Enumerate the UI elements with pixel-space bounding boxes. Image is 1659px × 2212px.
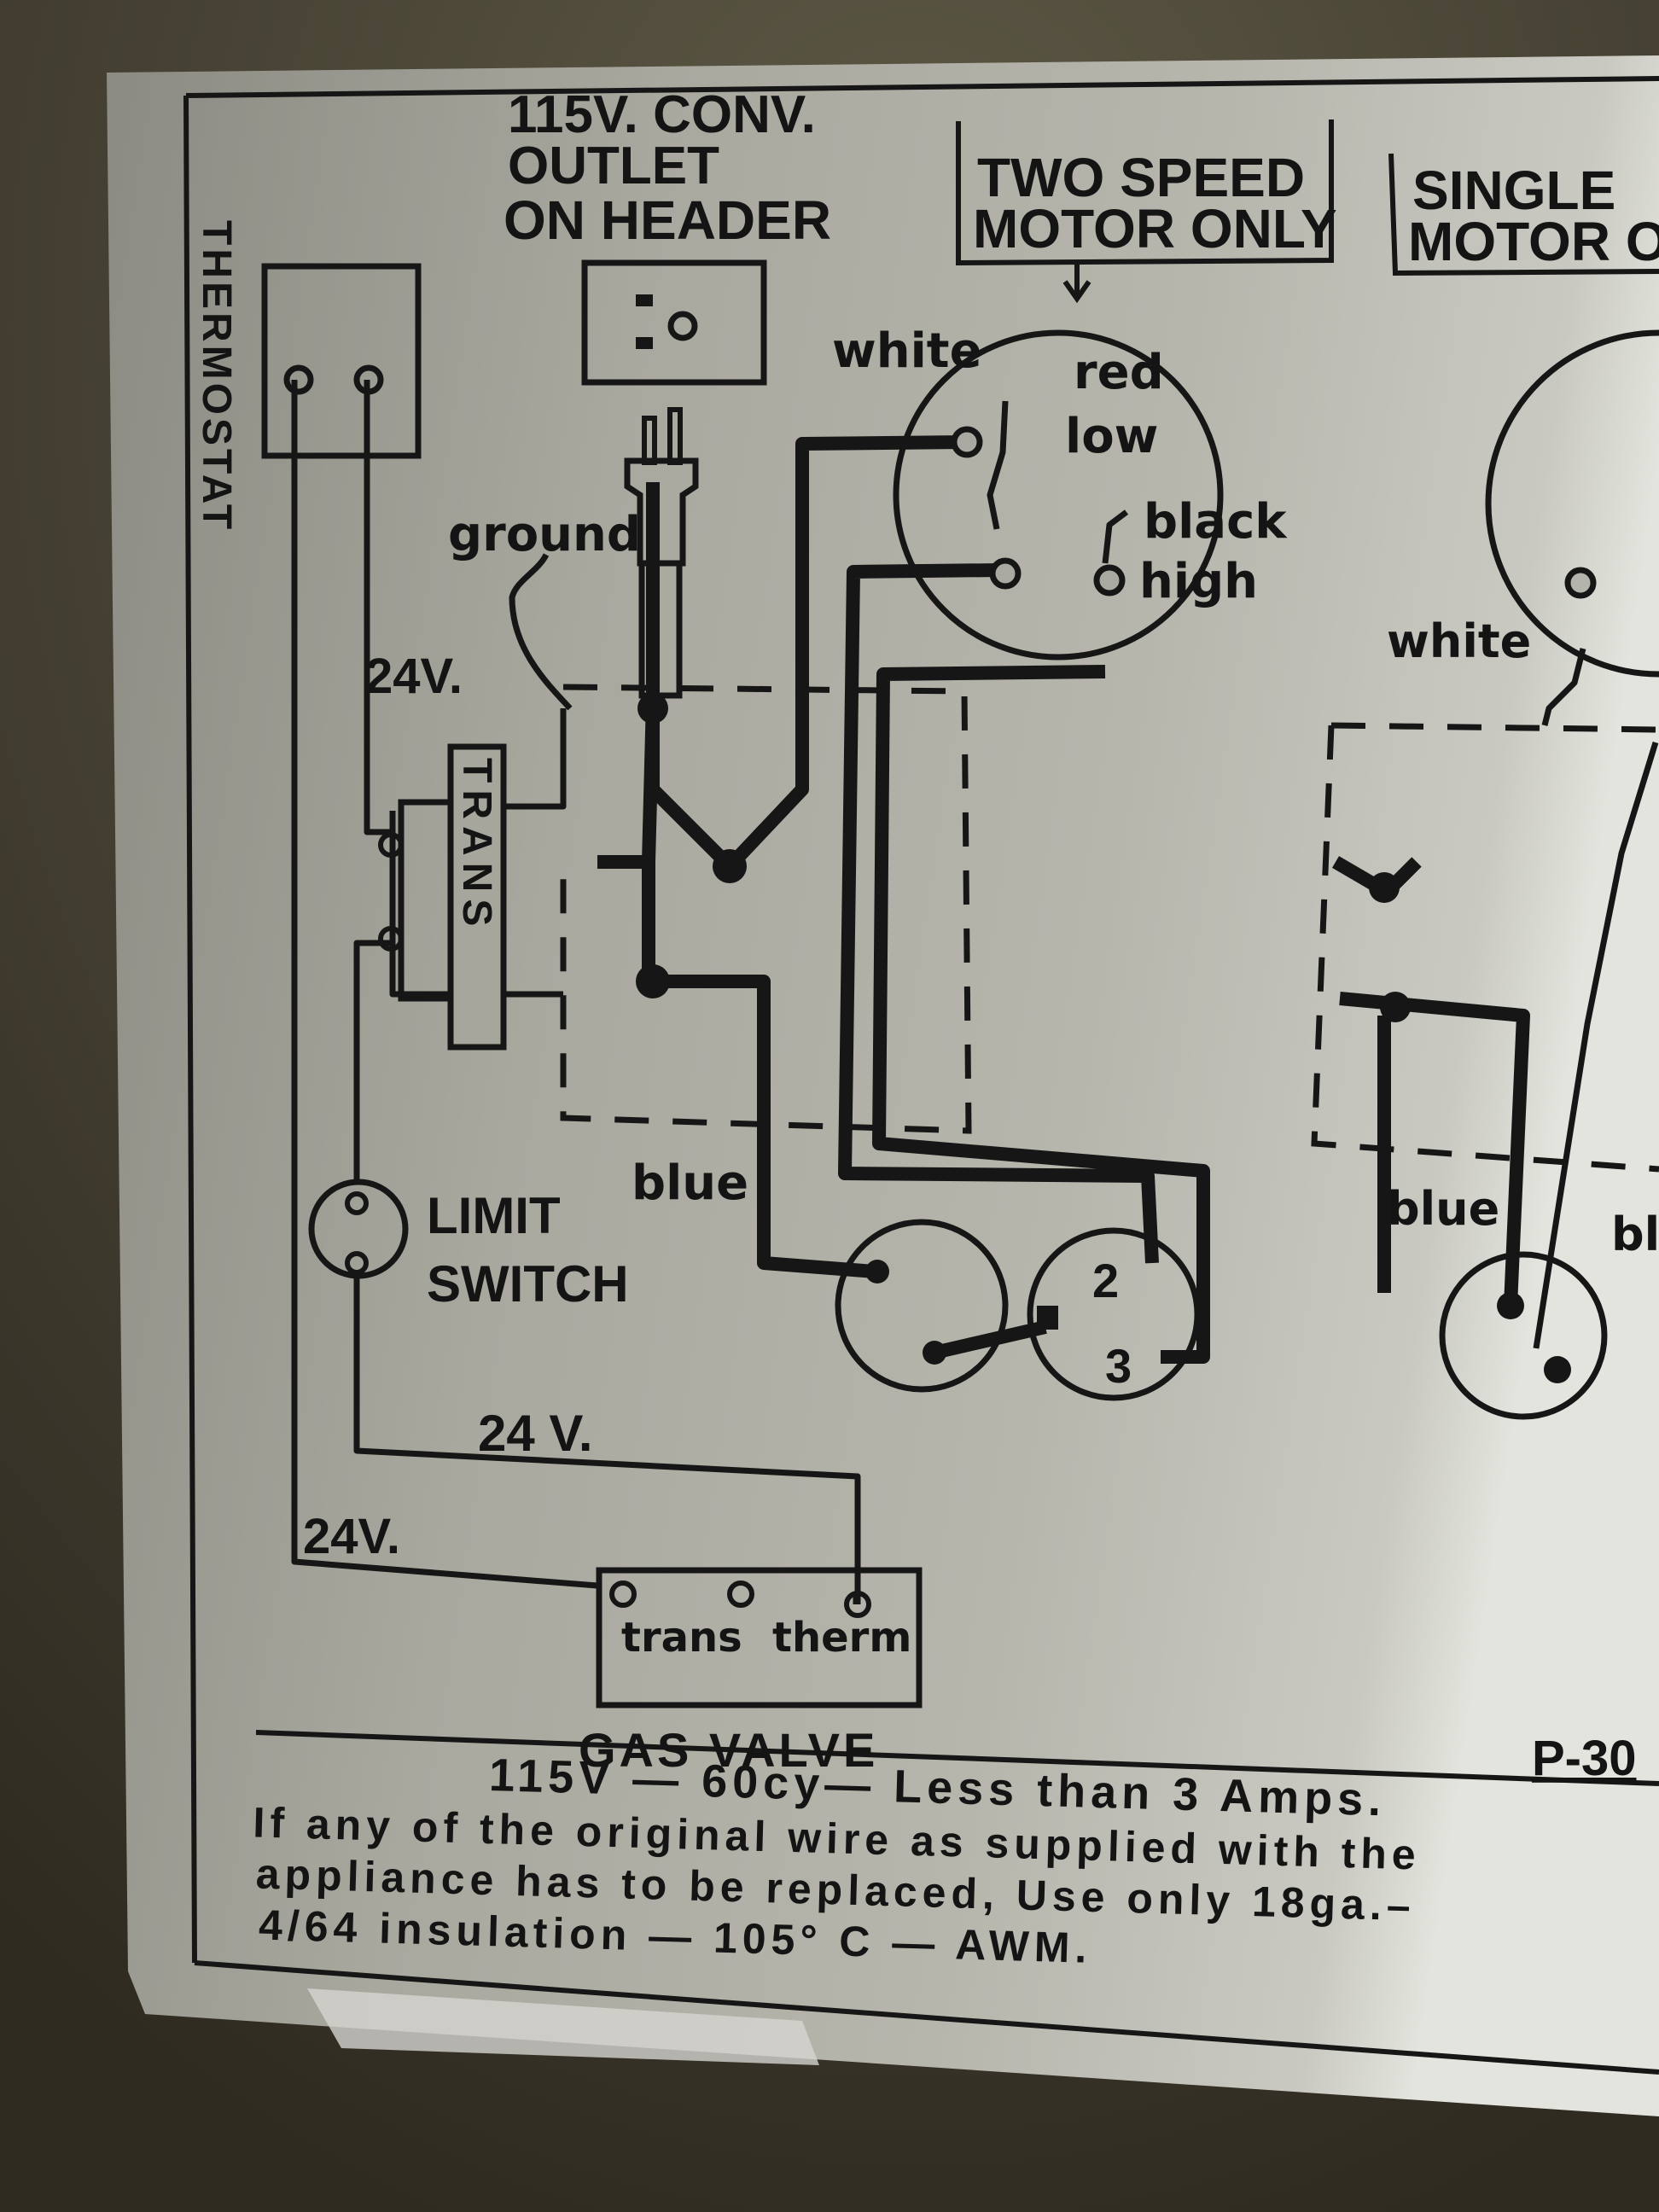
transformer-inner: [447, 743, 507, 1051]
single-motor-terminal: [1564, 567, 1597, 599]
two-speed-box: [956, 119, 1334, 266]
fan-switch-right: [1027, 1227, 1201, 1401]
thermostat-terminal: [283, 364, 314, 395]
white-label: white: [832, 323, 982, 379]
blue-label: blue: [632, 1155, 748, 1211]
transformer-terminal: [378, 832, 404, 858]
plug-prong: [642, 416, 657, 465]
voltage-label-24v-low: 24V.: [303, 1509, 400, 1564]
black-label: black: [1144, 494, 1288, 550]
thermostat-box: [261, 263, 422, 459]
blue-label-right: blue: [1387, 1182, 1499, 1236]
switch-contact: [1037, 1306, 1058, 1330]
switch-label: SWITCH: [427, 1255, 629, 1313]
single-label-line1: SINGLE: [1412, 160, 1615, 221]
voltage-label-24v-mid: 24 V.: [478, 1405, 593, 1462]
limit-switch: [308, 1179, 409, 1279]
single-speed-motor: [1485, 329, 1659, 678]
outlet-box: [581, 259, 767, 386]
pin-2-label: 2: [1092, 1254, 1119, 1307]
outlet-ground-hole: [667, 311, 698, 341]
dashed-lines: [560, 684, 1659, 1173]
junction-dots: [636, 693, 1411, 1022]
outlet-label-line2: OUTLET: [508, 137, 719, 195]
motor-terminal-red: [989, 557, 1022, 590]
outlet-slot: [636, 294, 653, 306]
trans-label: TRANS: [454, 758, 499, 933]
outlet-slot: [636, 337, 653, 349]
torn-edge: [307, 1988, 819, 2065]
gas-valve-therm-label: therm: [772, 1614, 911, 1662]
switch-dot: [923, 1341, 946, 1365]
thermostat-label: THERMOSTAT: [194, 220, 239, 533]
single-label-line2: MOTOR O: [1408, 211, 1659, 272]
bl-label-right: bl: [1611, 1208, 1659, 1261]
wires-thin: [291, 380, 1659, 1604]
switch-dot: [865, 1260, 889, 1284]
red-label: red: [1074, 345, 1164, 400]
switch-dot: [1497, 1292, 1524, 1319]
plug-icon: [624, 457, 699, 567]
wires-heavy: [597, 435, 1530, 1364]
two-speed-label-line1: TWO SPEED: [977, 147, 1305, 208]
motor-terminal-black: [1093, 564, 1126, 597]
fan-switch-left: [835, 1219, 1009, 1393]
outlet-label-line1: 115V. CONV.: [508, 85, 816, 144]
gas-valve-terminal: [727, 1580, 754, 1608]
plug-prong: [667, 407, 683, 465]
limit-switch-terminal: [345, 1191, 369, 1215]
white-label-right: white: [1387, 614, 1531, 668]
arrow-icon: [1062, 265, 1091, 304]
gas-valve-box: [596, 1567, 923, 1708]
pin-3-label: 3: [1105, 1339, 1132, 1393]
ground-label: ground: [448, 507, 641, 562]
switch-dot: [1544, 1356, 1571, 1383]
limit-label: LIMIT: [427, 1187, 561, 1244]
outlet-label-line3: ON HEADER: [504, 189, 831, 251]
high-label: high: [1139, 554, 1258, 609]
motor-terminal-white: [951, 426, 983, 458]
thermostat-terminal: [353, 364, 384, 395]
plate-border: [183, 76, 1659, 2075]
two-speed-motor: [893, 329, 1224, 661]
gas-valve-trans-label: trans: [621, 1614, 742, 1662]
low-label: low: [1065, 409, 1158, 464]
part-number: P-30: [1532, 1731, 1637, 1786]
voltage-label-24v: 24V.: [365, 649, 463, 704]
limit-switch-terminal: [345, 1251, 369, 1275]
gas-valve-terminal: [844, 1591, 871, 1618]
single-box: [1388, 153, 1659, 276]
two-speed-label-line2: MOTOR ONLY: [973, 198, 1337, 259]
gas-valve-terminal: [609, 1580, 637, 1608]
transformer-terminal: [378, 926, 404, 952]
fan-switch-single: [1439, 1251, 1608, 1420]
gas-valve-label: GAS VALVE: [579, 1723, 878, 1777]
